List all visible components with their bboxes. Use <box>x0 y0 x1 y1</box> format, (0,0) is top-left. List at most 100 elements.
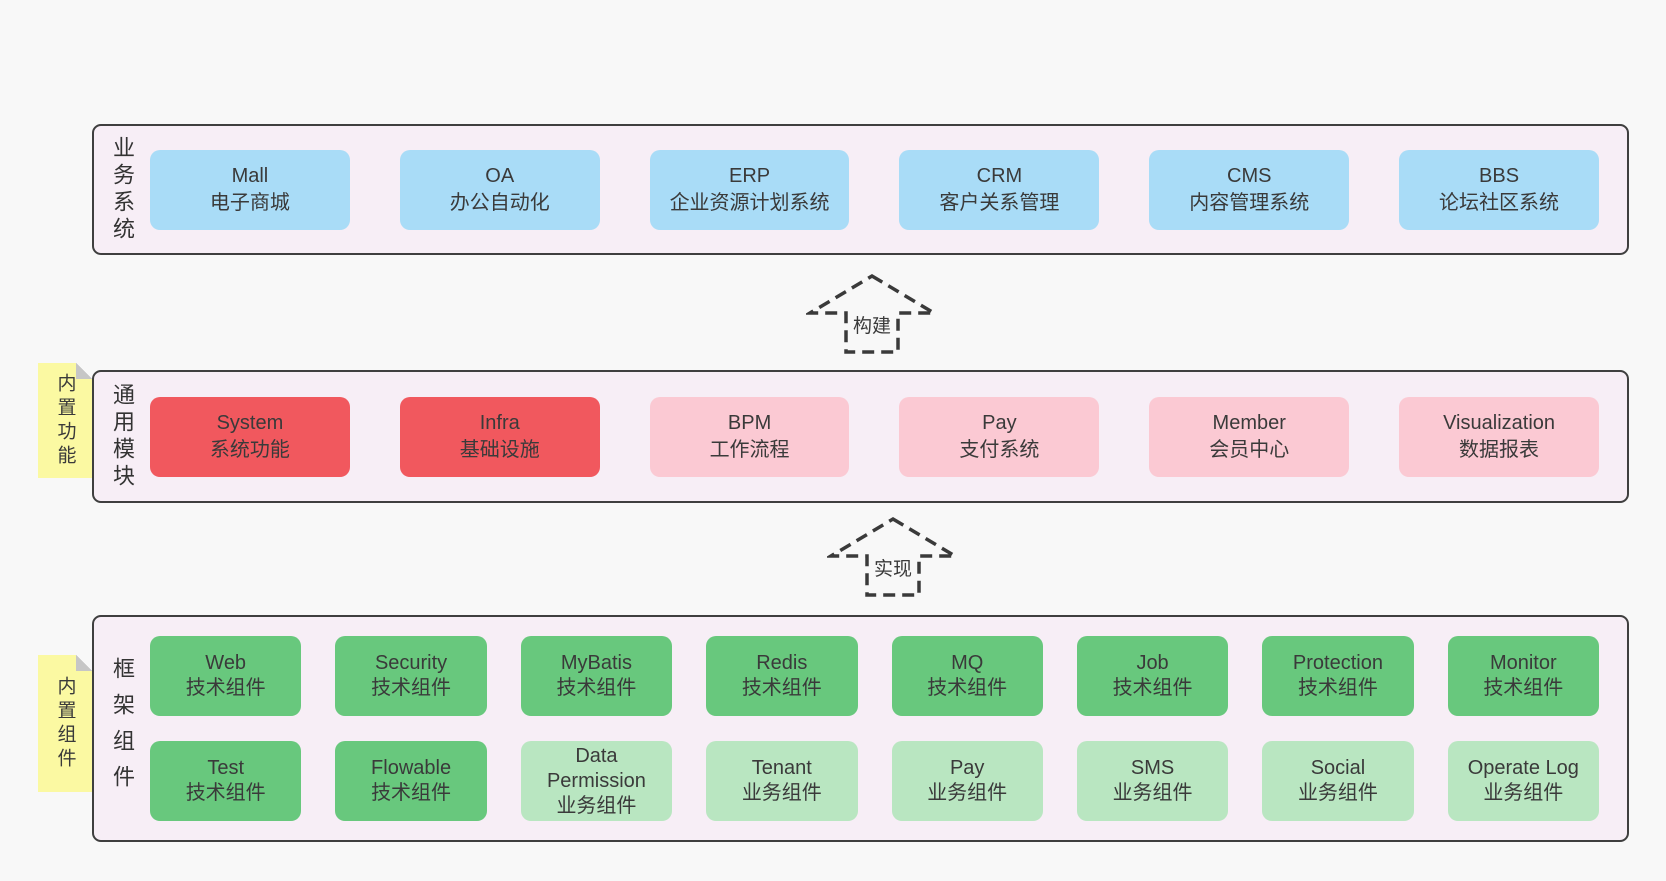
module-title: System <box>216 411 284 434</box>
module-title: Test <box>207 757 245 779</box>
module-subtitle: 企业资源计划系统 <box>669 191 830 214</box>
module-title: MyBatis <box>560 652 632 674</box>
module-subtitle: 会员中心 <box>1209 438 1290 461</box>
module-subtitle: 电子商城 <box>209 191 290 214</box>
module-title: Pay <box>949 757 985 779</box>
module-subtitle: 业务组件 <box>556 794 637 817</box>
module-title: Visualization <box>1443 411 1556 434</box>
module-title: Social <box>1310 757 1366 779</box>
dashed-up-arrow-build: 构建 <box>806 273 938 355</box>
band-label: 框架组件 <box>110 656 135 801</box>
module-box-infra: Infra 基础设施 <box>399 396 600 477</box>
module-box-system: System 系统功能 <box>150 396 350 477</box>
module-box-monitor: Monitor 技术组件 <box>1447 636 1599 716</box>
module-title: Infra <box>479 411 520 434</box>
module-subtitle: 技术组件 <box>927 677 1008 699</box>
module-subtitle: 业务组件 <box>1112 782 1193 804</box>
module-subtitle: 工作流程 <box>709 438 790 461</box>
module-box-bbs: BBS 论坛社区系统 <box>1399 149 1599 230</box>
module-subtitle: 技术组件 <box>1483 677 1564 699</box>
module-title: Data Permission <box>546 744 646 792</box>
up-arrow-icon <box>806 273 938 354</box>
sticky-note-label: 内置组件 <box>54 675 76 772</box>
arrow-label-implement: 实现 <box>870 554 916 581</box>
module-box-test: Test 技术组件 <box>150 741 302 821</box>
module-subtitle: 技术组件 <box>556 677 637 699</box>
module-box-erp: ERP 企业资源计划系统 <box>649 149 850 230</box>
module-title: CMS <box>1227 164 1272 187</box>
module-box-crm: CRM 客户关系管理 <box>899 149 1100 230</box>
module-subtitle: 办公自动化 <box>449 191 550 214</box>
module-subtitle: 技术组件 <box>741 677 822 699</box>
module-title: Flowable <box>371 757 452 779</box>
module-title: Operate Log <box>1467 757 1579 779</box>
module-title: Mall <box>231 164 269 187</box>
module-subtitle: 支付系统 <box>959 438 1040 461</box>
module-title: Security <box>374 652 448 674</box>
module-box-pay: Pay 业务组件 <box>891 741 1043 821</box>
module-title: Monitor <box>1489 652 1557 674</box>
module-subtitle: 业务组件 <box>1483 782 1564 804</box>
up-arrow-icon <box>827 516 959 597</box>
module-box-visualization: Visualization 数据报表 <box>1399 396 1599 477</box>
module-title: BBS <box>1479 164 1520 187</box>
module-subtitle: 内容管理系统 <box>1189 191 1310 214</box>
sticky-note-built-in-components: 内置组件 <box>38 655 92 792</box>
module-title: BPM <box>727 411 772 434</box>
module-box-mq: MQ 技术组件 <box>891 636 1043 716</box>
module-subtitle: 业务组件 <box>741 782 822 804</box>
module-title: Job <box>1136 652 1169 674</box>
module-subtitle: 业务组件 <box>1297 782 1378 804</box>
module-box-mall: Mall 电子商城 <box>150 149 350 230</box>
band-label: 通用模块 <box>110 382 135 491</box>
module-subtitle: 业务组件 <box>927 782 1008 804</box>
module-box-social: Social 业务组件 <box>1262 741 1414 821</box>
module-box-mybatis: MyBatis 技术组件 <box>520 636 673 716</box>
module-subtitle: 技术组件 <box>371 782 452 804</box>
module-box-operate-log: Operate Log 业务组件 <box>1447 741 1599 821</box>
module-title: Redis <box>756 652 808 674</box>
module-box-redis: Redis 技术组件 <box>706 636 858 716</box>
sticky-note-built-in-features: 内置功能 <box>38 363 92 478</box>
module-subtitle: 客户关系管理 <box>939 191 1060 214</box>
module-subtitle: 系统功能 <box>209 438 290 461</box>
module-subtitle: 技术组件 <box>1297 677 1378 699</box>
module-box-member: Member 会员中心 <box>1149 396 1350 477</box>
module-box-job: Job 技术组件 <box>1076 636 1229 716</box>
band-label: 业务系统 <box>110 135 135 244</box>
module-title: Web <box>205 652 247 674</box>
arrow-label-build: 构建 <box>849 311 895 338</box>
module-subtitle: 数据报表 <box>1459 438 1540 461</box>
sticky-note-label: 内置功能 <box>54 372 76 469</box>
module-subtitle: 技术组件 <box>1112 677 1193 699</box>
module-subtitle: 基础设施 <box>459 438 540 461</box>
module-subtitle: 论坛社区系统 <box>1439 191 1560 214</box>
module-title: Member <box>1212 411 1286 434</box>
module-title: ERP <box>729 164 771 187</box>
module-box-flowable: Flowable 技术组件 <box>335 741 487 821</box>
module-title: MQ <box>951 652 984 674</box>
module-box-cms: CMS 内容管理系统 <box>1149 149 1350 230</box>
module-title: CRM <box>976 164 1023 187</box>
module-subtitle: 技术组件 <box>185 782 266 804</box>
dashed-up-arrow-implement: 实现 <box>827 516 959 598</box>
